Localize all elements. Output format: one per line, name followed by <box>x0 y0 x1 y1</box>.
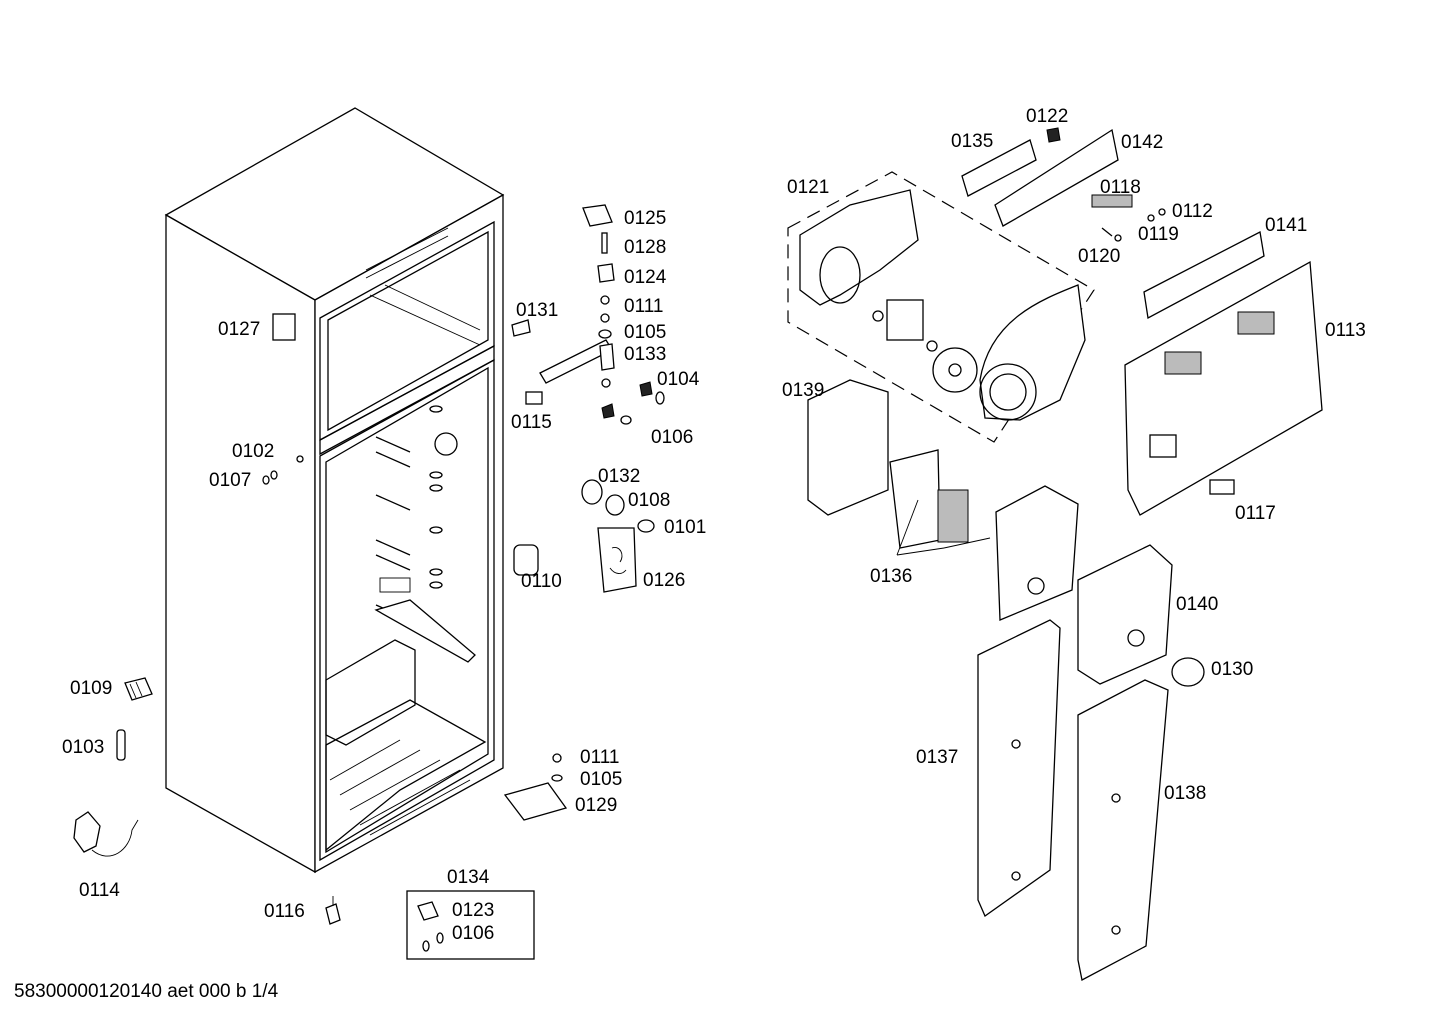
part-label-0109: 0109 <box>70 678 113 699</box>
part-label-0126: 0126 <box>643 570 686 591</box>
part-label-0130: 0130 <box>1211 659 1254 680</box>
part-label-0103: 0103 <box>62 737 105 758</box>
part-label-0111-lower: 0111 <box>580 747 620 768</box>
part-label-0141: 0141 <box>1265 215 1308 236</box>
part-label-0106-lower: 0106 <box>452 923 495 944</box>
part-label-0125: 0125 <box>624 208 667 229</box>
part-label-0112: 0112 <box>1172 201 1213 222</box>
part-label-0102: 0102 <box>232 441 275 462</box>
part-label-0135: 0135 <box>951 131 994 152</box>
part-label-0139: 0139 <box>782 380 825 401</box>
part-label-0105-upper: 0105 <box>624 322 667 343</box>
part-label-0136: 0136 <box>870 566 913 587</box>
part-label-0114: 0114 <box>79 880 120 901</box>
duct-parts <box>807 379 1205 981</box>
kit-box-parts <box>417 901 444 952</box>
kit-box <box>406 890 535 960</box>
part-label-0134: 0134 <box>447 867 490 888</box>
part-label-0106-upper: 0106 <box>651 427 694 448</box>
part-label-0122: 0122 <box>1026 106 1069 127</box>
part-label-0111-upper: 0111 <box>624 296 664 317</box>
part-label-0132: 0132 <box>598 466 641 487</box>
part-label-0120: 0120 <box>1078 246 1121 267</box>
part-label-0131: 0131 <box>516 300 559 321</box>
part-label-0115: 0115 <box>511 412 552 433</box>
part-label-0138: 0138 <box>1164 783 1207 804</box>
part-label-0113: 0113 <box>1325 320 1366 341</box>
part-label-0110: 0110 <box>521 571 562 592</box>
part-label-0119: 0119 <box>1138 224 1179 245</box>
part-label-0129: 0129 <box>575 795 618 816</box>
part-label-0140: 0140 <box>1176 594 1219 615</box>
part-label-0123: 0123 <box>452 900 495 921</box>
part-label-0101: 0101 <box>664 517 707 538</box>
left-small-parts <box>73 313 341 925</box>
part-label-0117: 0117 <box>1235 503 1276 524</box>
part-label-0107: 0107 <box>209 470 252 491</box>
rear-panel <box>1124 231 1323 516</box>
cabinet-drawing <box>164 107 505 874</box>
part-label-0108: 0108 <box>628 490 671 511</box>
part-label-0133: 0133 <box>624 344 667 365</box>
part-label-0104: 0104 <box>657 369 700 390</box>
document-code: 58300000120140 aet 000 b 1/4 <box>14 981 279 1002</box>
fan-assembly <box>787 171 1095 443</box>
electronics-parts <box>961 127 1166 242</box>
part-label-0127: 0127 <box>218 319 261 340</box>
part-label-0137: 0137 <box>916 747 959 768</box>
part-label-0105-lower: 0105 <box>580 769 623 790</box>
part-label-0118: 0118 <box>1100 177 1141 198</box>
part-label-0121: 0121 <box>787 177 830 198</box>
part-label-0116: 0116 <box>264 901 305 922</box>
part-label-0124: 0124 <box>624 267 667 288</box>
part-label-0142: 0142 <box>1121 132 1164 153</box>
leader-lines <box>896 499 991 556</box>
part-label-0128: 0128 <box>624 237 667 258</box>
hinge-parts <box>503 204 665 821</box>
